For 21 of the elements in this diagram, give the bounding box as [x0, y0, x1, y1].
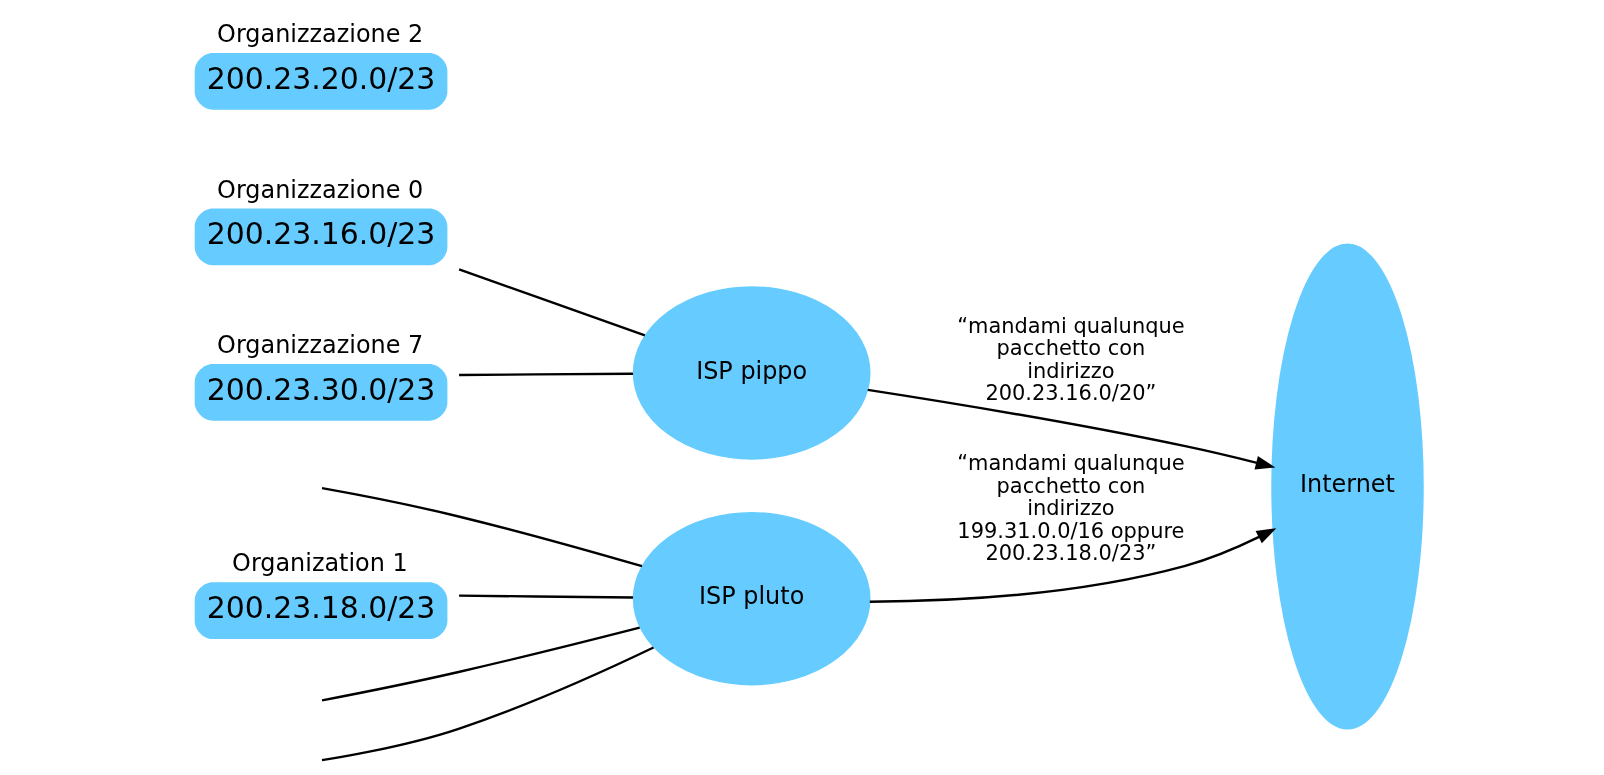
node-box: 200.23.30.0/23: [194, 363, 447, 421]
node-box: 200.23.18.0/23: [194, 582, 447, 640]
node-box: 200.23.20.0/23: [194, 52, 447, 110]
connector: [458, 372, 633, 377]
node-ellipse: Internet: [1270, 243, 1424, 730]
connector: [458, 268, 645, 337]
node-box: 200.23.16.0/23: [194, 208, 447, 266]
connector: [458, 594, 633, 599]
edge-label: “mandami qualunque pacchetto con indirizzo 199.31.0.0/16 oppure 200.23.18.0/23”: [956, 451, 1185, 566]
node-label: Organizzazione 0: [216, 175, 423, 204]
node-ellipse: ISP pippo: [632, 286, 871, 460]
node-label: Organization 1: [231, 549, 408, 578]
node-label: Organizzazione 2: [216, 20, 423, 49]
edge-label: “mandami qualunque pacchetto con indirizzo 200.23.16.0/20”: [956, 313, 1185, 406]
node-label: Organizzazione 7: [216, 331, 423, 360]
arrow: [867, 388, 1275, 470]
connector: [321, 646, 654, 762]
connector: [321, 486, 642, 568]
arrow: [869, 528, 1276, 603]
node-ellipse: ISP pluto: [632, 512, 871, 686]
connector: [321, 626, 640, 702]
